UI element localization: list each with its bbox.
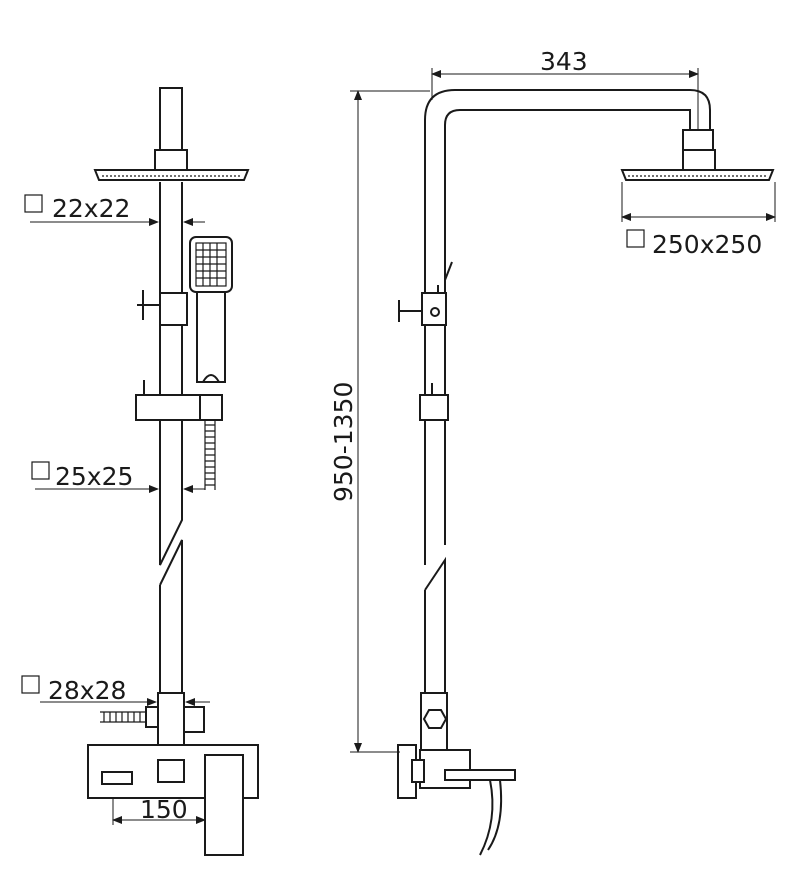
hand-shower-handle — [196, 291, 226, 383]
svg-text:22x22: 22x22 — [52, 194, 130, 223]
diverter — [159, 292, 188, 326]
arm-outer — [424, 89, 711, 565]
side-view — [397, 89, 775, 856]
upper-pipe-lower — [159, 539, 183, 695]
svg-text:25x25: 25x25 — [55, 462, 133, 491]
pipe-break-side — [424, 556, 446, 695]
mixer-spout — [101, 771, 133, 785]
front-view — [87, 87, 259, 856]
svg-text:250x250: 250x250 — [652, 230, 762, 259]
dim-250x250: 250x250 — [621, 182, 776, 259]
dim-22x22: 22x22 — [24, 194, 205, 226]
head-connector — [154, 149, 188, 171]
svg-text:950-1350: 950-1350 — [329, 382, 358, 502]
shower-head-front — [93, 169, 250, 181]
dim-950-1350: 950-1350 — [329, 90, 430, 753]
dim-28x28: 28x28 — [21, 675, 210, 706]
shower-head-side — [620, 169, 775, 181]
diverter-knob-side — [398, 300, 422, 322]
spout-side — [444, 769, 516, 781]
svg-text:28x28: 28x28 — [48, 676, 126, 705]
svg-text:150: 150 — [140, 795, 188, 824]
diverter-knob — [137, 290, 160, 320]
dim-150: 150 — [112, 795, 206, 825]
inlet-hose — [100, 711, 146, 723]
dim-343: 343 — [431, 47, 699, 130]
svg-text:343: 343 — [540, 47, 588, 76]
lower-pipe — [157, 692, 185, 749]
mixer-lever — [204, 754, 244, 856]
lever-side — [479, 779, 503, 856]
inlet-nut — [422, 709, 448, 729]
upper-pipe — [159, 182, 183, 566]
dim-25x25: 25x25 — [31, 461, 205, 493]
arm-inner — [444, 109, 691, 545]
top-arm — [159, 87, 183, 151]
slider-side — [419, 394, 449, 421]
head-connector-side — [682, 149, 716, 171]
